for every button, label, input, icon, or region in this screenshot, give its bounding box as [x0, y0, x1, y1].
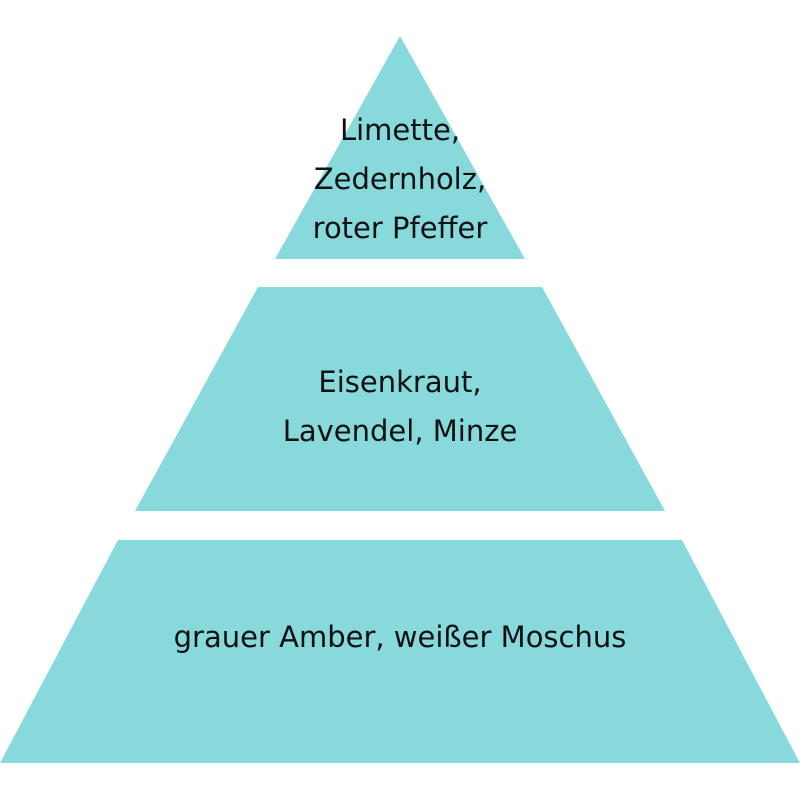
top-note-line-3: roter Pfeffer — [313, 211, 488, 245]
pyramid-middle-tier — [135, 287, 665, 511]
top-note-line-2: Zedernholz, — [314, 162, 486, 196]
middle-note-line-2: Lavendel, Minze — [283, 414, 518, 448]
pyramid-base-tier — [0, 540, 800, 763]
pyramid-top-tier — [275, 36, 525, 259]
middle-note-line-1: Eisenkraut, — [318, 365, 481, 399]
top-note-line-1: Limette, — [340, 113, 460, 147]
base-note-line-1: grauer Amber, weißer Moschus — [174, 620, 627, 654]
